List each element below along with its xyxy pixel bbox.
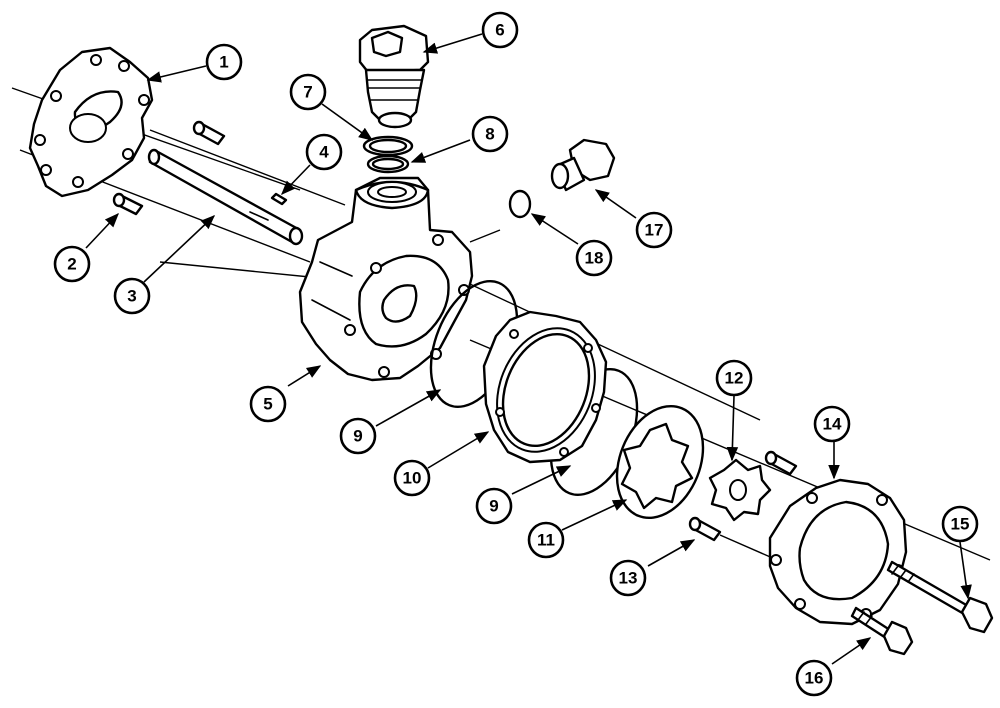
dowel-pins	[112, 120, 798, 542]
callout-17: 17	[635, 211, 673, 249]
callout-3: 3	[113, 277, 151, 315]
callout-9-upper: 9	[339, 417, 377, 455]
short-bolt	[850, 606, 914, 656]
callout-9-lower: 9	[475, 487, 513, 525]
shaft	[147, 148, 304, 246]
svg-text:12: 12	[725, 369, 744, 388]
svg-text:15: 15	[951, 515, 970, 534]
svg-text:5: 5	[263, 395, 272, 414]
svg-text:7: 7	[303, 83, 312, 102]
callout-bubbles: 1 2 3 4 5 6 7 8 9 9 10 11 12 13 14 15 16…	[53, 11, 979, 697]
long-bolt	[886, 560, 994, 634]
svg-text:2: 2	[67, 255, 76, 274]
callout-15: 15	[941, 505, 979, 543]
relief-valve	[358, 24, 430, 129]
key	[270, 192, 288, 206]
callout-8: 8	[471, 115, 509, 153]
rear-plate-gasket	[28, 46, 154, 198]
drain-plug	[550, 138, 616, 192]
svg-text:13: 13	[619, 569, 638, 588]
callout-18: 18	[575, 239, 613, 277]
svg-text:10: 10	[403, 469, 422, 488]
svg-text:3: 3	[127, 287, 136, 306]
svg-text:6: 6	[495, 21, 504, 40]
leader-arrows	[85, 33, 972, 665]
callout-12: 12	[715, 359, 753, 397]
callout-2: 2	[53, 245, 91, 283]
svg-text:16: 16	[805, 669, 824, 688]
callout-10: 10	[393, 459, 431, 497]
callout-4: 4	[305, 133, 343, 171]
front-cover	[768, 478, 908, 626]
svg-text:17: 17	[645, 221, 664, 240]
inner-rotor	[708, 458, 772, 522]
callout-16: 16	[795, 659, 833, 697]
callout-14: 14	[813, 405, 851, 443]
svg-text:4: 4	[319, 143, 329, 162]
svg-text:11: 11	[537, 531, 555, 550]
outer-rotor	[615, 404, 705, 520]
svg-text:14: 14	[823, 415, 842, 434]
svg-text:1: 1	[219, 53, 228, 72]
callout-11: 11	[527, 521, 565, 559]
svg-text:9: 9	[489, 497, 498, 516]
plug-seal-ring	[508, 189, 532, 219]
gear-housing-ring	[482, 310, 608, 464]
svg-text:9: 9	[353, 427, 362, 446]
callout-1: 1	[205, 43, 243, 81]
callout-6: 6	[481, 11, 519, 49]
valve-o-rings	[362, 135, 414, 174]
callout-7: 7	[289, 73, 327, 111]
svg-text:8: 8	[485, 125, 494, 144]
svg-text:18: 18	[585, 249, 604, 268]
pump-body	[298, 176, 474, 382]
callout-13: 13	[609, 559, 647, 597]
callout-5: 5	[249, 385, 287, 423]
